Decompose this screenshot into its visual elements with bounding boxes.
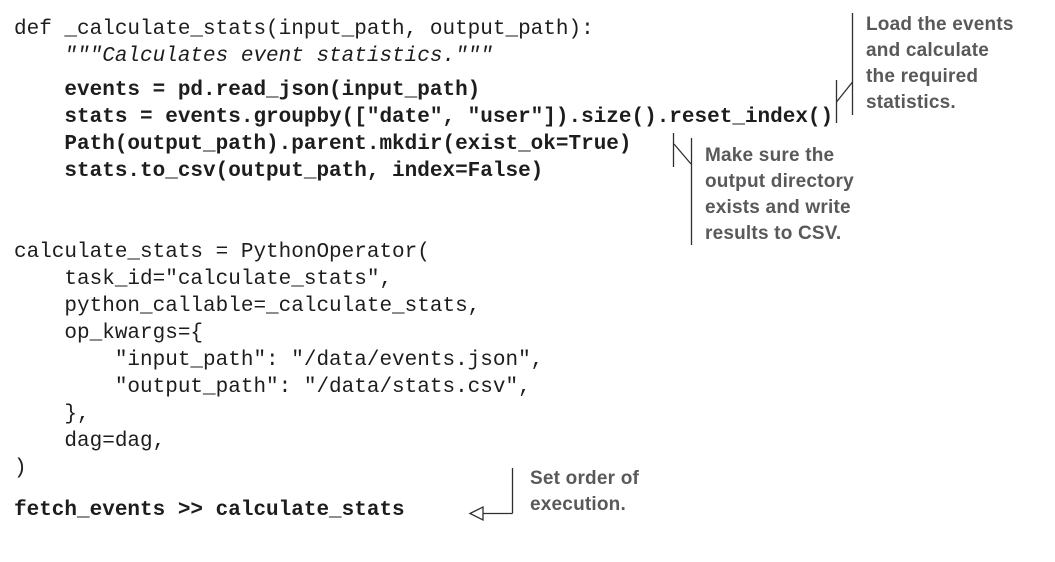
text-line: Make sure the	[705, 145, 835, 166]
annotation-output-dir: Make sure the output directory exists and …	[705, 143, 895, 247]
text-line: fetch_events >> calculate_stats	[14, 499, 405, 522]
text-line: events = pd.read_json(input_path)	[14, 79, 481, 102]
text-line: results to CSV.	[705, 223, 842, 244]
text-line: },	[14, 403, 90, 426]
text-line: task_id="calculate_stats",	[14, 268, 393, 291]
text-line: the required	[866, 66, 979, 87]
annotation-load-events: Load the events and calculate the required…	[866, 12, 1046, 116]
text-line: Path(output_path).parent.mkdir(exist_ok=…	[14, 133, 632, 156]
text-line: python_callable=_calculate_stats,	[14, 295, 481, 318]
text-line: execution.	[530, 494, 626, 515]
text-line: Load the events	[866, 14, 1014, 35]
text-line: op_kwargs={	[14, 322, 204, 345]
text-line: exists and write	[705, 197, 851, 218]
annotation-set-order: Set order of execution.	[530, 466, 680, 518]
text-line: stats.to_csv(output_path, index=False)	[14, 160, 544, 183]
code-block-operator-def: calculate_stats = PythonOperator( task_i…	[14, 239, 543, 482]
text-line: Set order of	[530, 468, 640, 489]
connector-load-events	[835, 13, 854, 123]
arrowhead-left-icon	[468, 505, 484, 522]
code-block-function-body: events = pd.read_json(input_path) stats …	[14, 77, 833, 185]
text-line: def _calculate_stats(input_path, output_…	[14, 18, 594, 41]
text-line: "input_path": "/data/events.json",	[14, 349, 544, 372]
text-line: stats = events.groupby(["date", "user"])…	[14, 106, 834, 129]
text-line: """Calculates event statistics."""	[14, 45, 493, 68]
text-line: "output_path": "/data/stats.csv",	[14, 376, 531, 399]
text-line: statistics.	[866, 92, 956, 113]
text-line: output directory	[705, 171, 854, 192]
code-block-function-def: def _calculate_stats(input_path, output_…	[14, 16, 594, 70]
text-line: calculate_stats = PythonOperator(	[14, 241, 430, 264]
text-line: )	[14, 457, 27, 480]
text-line: and calculate	[866, 40, 989, 61]
code-block-dependency: fetch_events >> calculate_stats	[14, 497, 405, 524]
connector-diagonal-leader	[835, 81, 854, 103]
text-line: dag=dag,	[14, 430, 166, 453]
